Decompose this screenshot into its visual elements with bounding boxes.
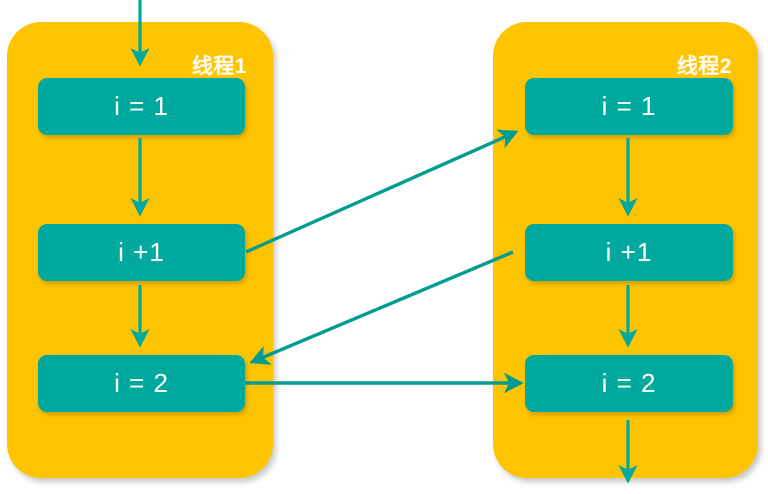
arrow-t2-s2-to-t1-s3-icon (249, 250, 514, 365)
arrow-t1-s2-to-t2-s1-icon (245, 129, 519, 254)
step-box-t1-s3: i = 2 (38, 355, 245, 412)
step-box-t2-s3: i = 2 (525, 355, 733, 412)
step-box-t1-s1: i = 1 (38, 78, 245, 135)
thread-panel-1: 线程1 i = 1 i +1 i = 2 (7, 22, 273, 478)
step-box-t1-s2: i +1 (38, 224, 245, 281)
thread-1-title: 线程1 (191, 55, 247, 78)
step-box-t2-s1: i = 1 (525, 78, 733, 135)
step-box-t2-s2: i +1 (525, 224, 733, 281)
thread-2-title: 线程2 (676, 55, 732, 78)
thread-panel-2: 线程2 i = 1 i +1 i = 2 (493, 22, 758, 478)
